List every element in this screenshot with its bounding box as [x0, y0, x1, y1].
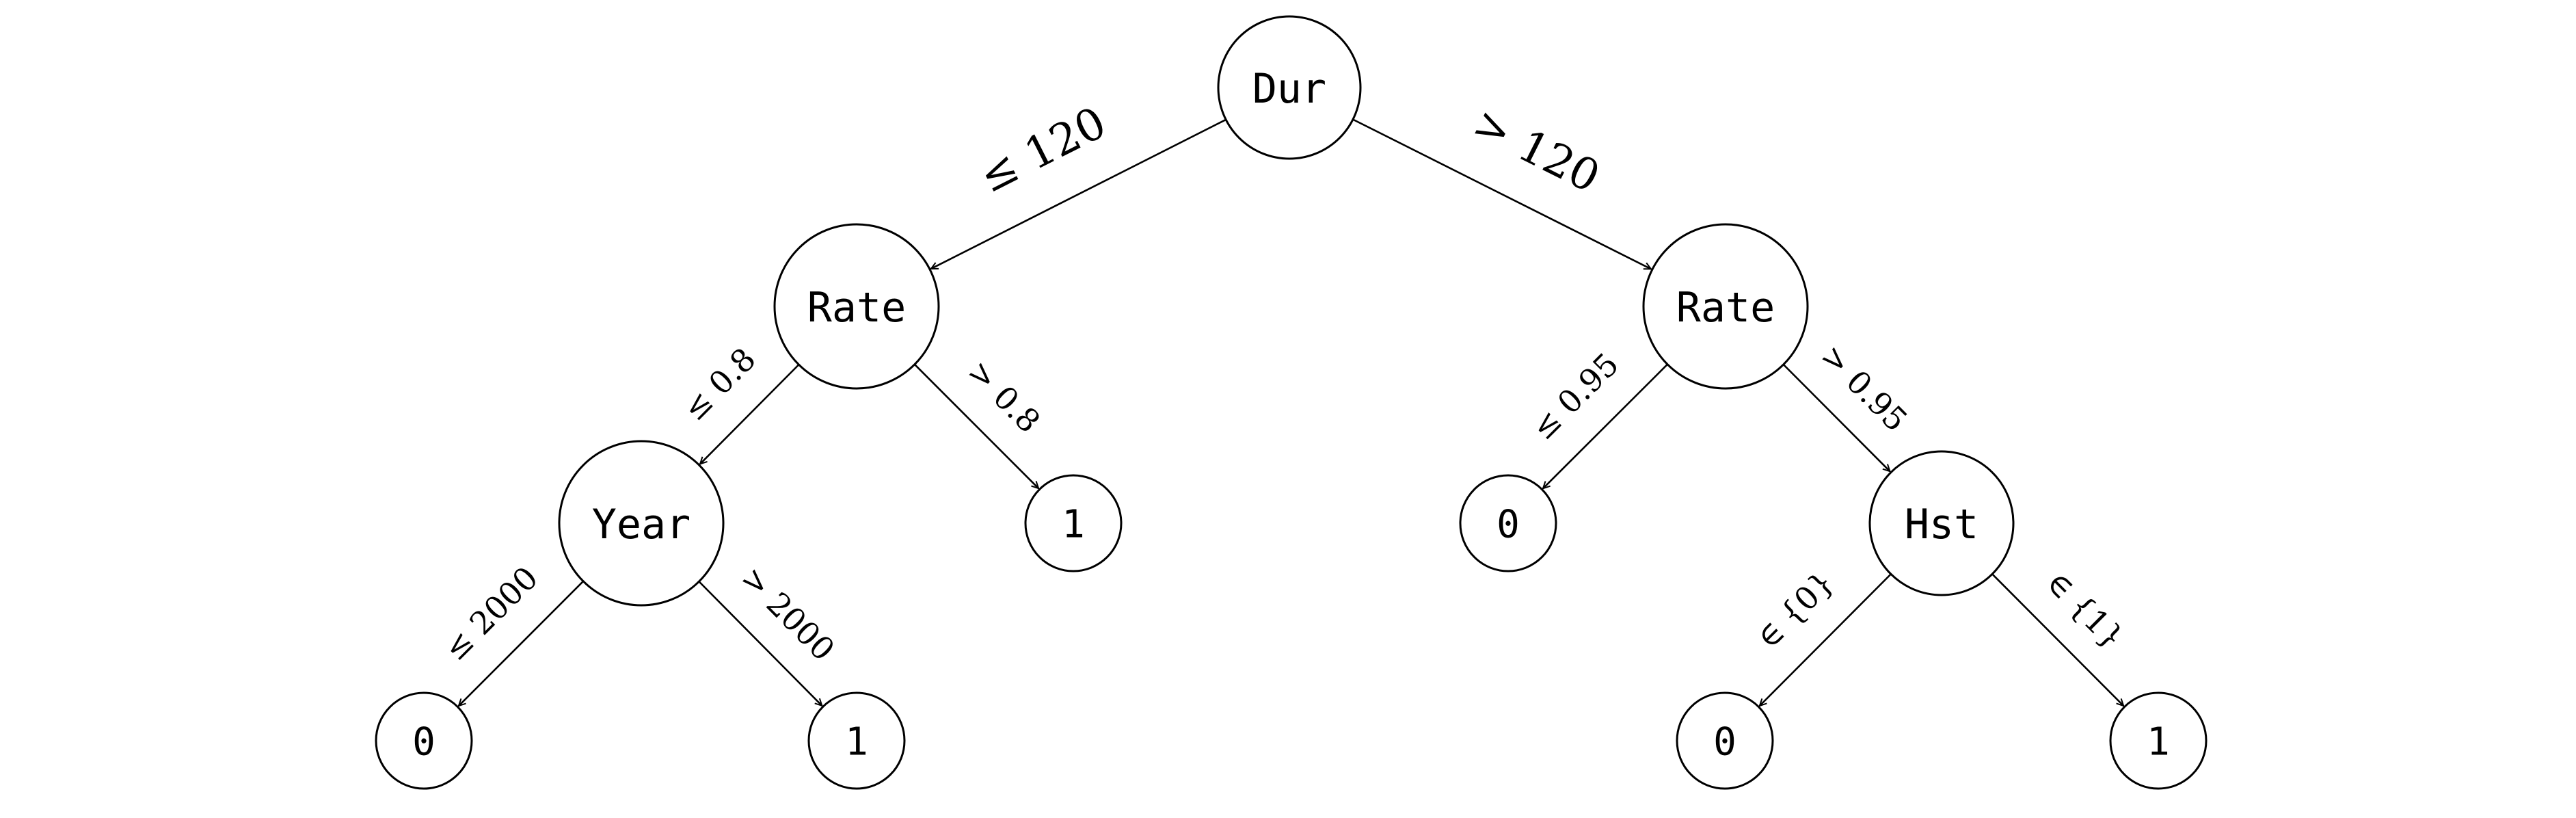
split-node-rate_l: Rate: [773, 223, 940, 390]
node-label-leaf_a: 1: [1062, 503, 1085, 547]
edge-label-hst-leaf_e: ∈ {0}: [1749, 564, 1842, 656]
node-label-year: Year: [592, 501, 691, 549]
leaf-node-leaf_a: 1: [1024, 474, 1123, 572]
node-circle-leaf_d: [807, 691, 906, 790]
node-circle-dur: [1217, 15, 1362, 160]
edge-label-rate_l-leaf_a: > 0.8: [961, 353, 1048, 440]
split-node-rate_r: Rate: [1642, 223, 1809, 390]
edge-label-rate_r-hst: > 0.95: [1814, 337, 1915, 438]
edge-arrow-year-leaf_d: [698, 581, 822, 706]
node-circle-leaf_e: [1676, 691, 1774, 790]
edges-layer: ≤ 120> 120≤ 0.8> 0.8≤ 0.95> 0.95≤ 2000> …: [437, 98, 2132, 706]
node-circle-year: [558, 440, 725, 607]
node-label-leaf_e: 0: [1713, 720, 1736, 765]
edge-arrow-year-leaf_c: [459, 580, 585, 706]
edge-arrow-rate_l-year: [700, 364, 800, 464]
edge-arrow-rate_l-leaf_a: [913, 363, 1038, 488]
edge-arrow-dur-rate_r: [1352, 118, 1651, 270]
split-node-hst: Hst: [1868, 450, 2015, 596]
node-circle-rate_l: [773, 223, 940, 390]
leaf-node-leaf_f: 1: [2109, 691, 2208, 790]
edge-arrow-dur-rate_l: [931, 118, 1226, 270]
node-label-leaf_f: 1: [2147, 720, 2170, 765]
edge-arrow-hst-leaf_f: [1991, 573, 2123, 706]
node-label-leaf_d: 1: [845, 720, 868, 765]
node-label-dur: Dur: [1252, 65, 1326, 113]
node-circle-hst: [1868, 450, 2015, 596]
edge-label-year-leaf_c: ≤ 2000: [437, 559, 546, 668]
node-circle-leaf_a: [1024, 474, 1123, 572]
leaf-node-leaf_e: 0: [1676, 691, 1774, 790]
node-circle-leaf_c: [375, 691, 473, 790]
node-circle-rate_r: [1642, 223, 1809, 390]
leaf-node-leaf_d: 1: [807, 691, 906, 790]
edge-label-year-leaf_d: > 2000: [734, 559, 842, 668]
node-label-leaf_c: 0: [412, 720, 435, 765]
split-node-year: Year: [558, 440, 725, 607]
edge-label-rate_r-leaf_b: ≤ 0.95: [1525, 345, 1626, 447]
edge-arrow-rate_r-leaf_b: [1543, 363, 1668, 488]
split-node-dur: Dur: [1217, 15, 1362, 160]
leaf-node-leaf_b: 0: [1459, 474, 1557, 572]
edge-arrow-hst-leaf_e: [1760, 573, 1892, 706]
edge-label-hst-leaf_f: ∈ {1}: [2039, 564, 2132, 656]
node-circle-leaf_f: [2109, 691, 2208, 790]
node-label-leaf_b: 0: [1497, 503, 1520, 547]
edge-arrow-rate_r-hst: [1782, 364, 1890, 471]
node-circle-leaf_b: [1459, 474, 1557, 572]
leaf-node-leaf_c: 0: [375, 691, 473, 790]
node-label-hst: Hst: [1905, 501, 1978, 549]
node-label-rate_r: Rate: [1676, 284, 1775, 332]
node-label-rate_l: Rate: [807, 284, 907, 332]
